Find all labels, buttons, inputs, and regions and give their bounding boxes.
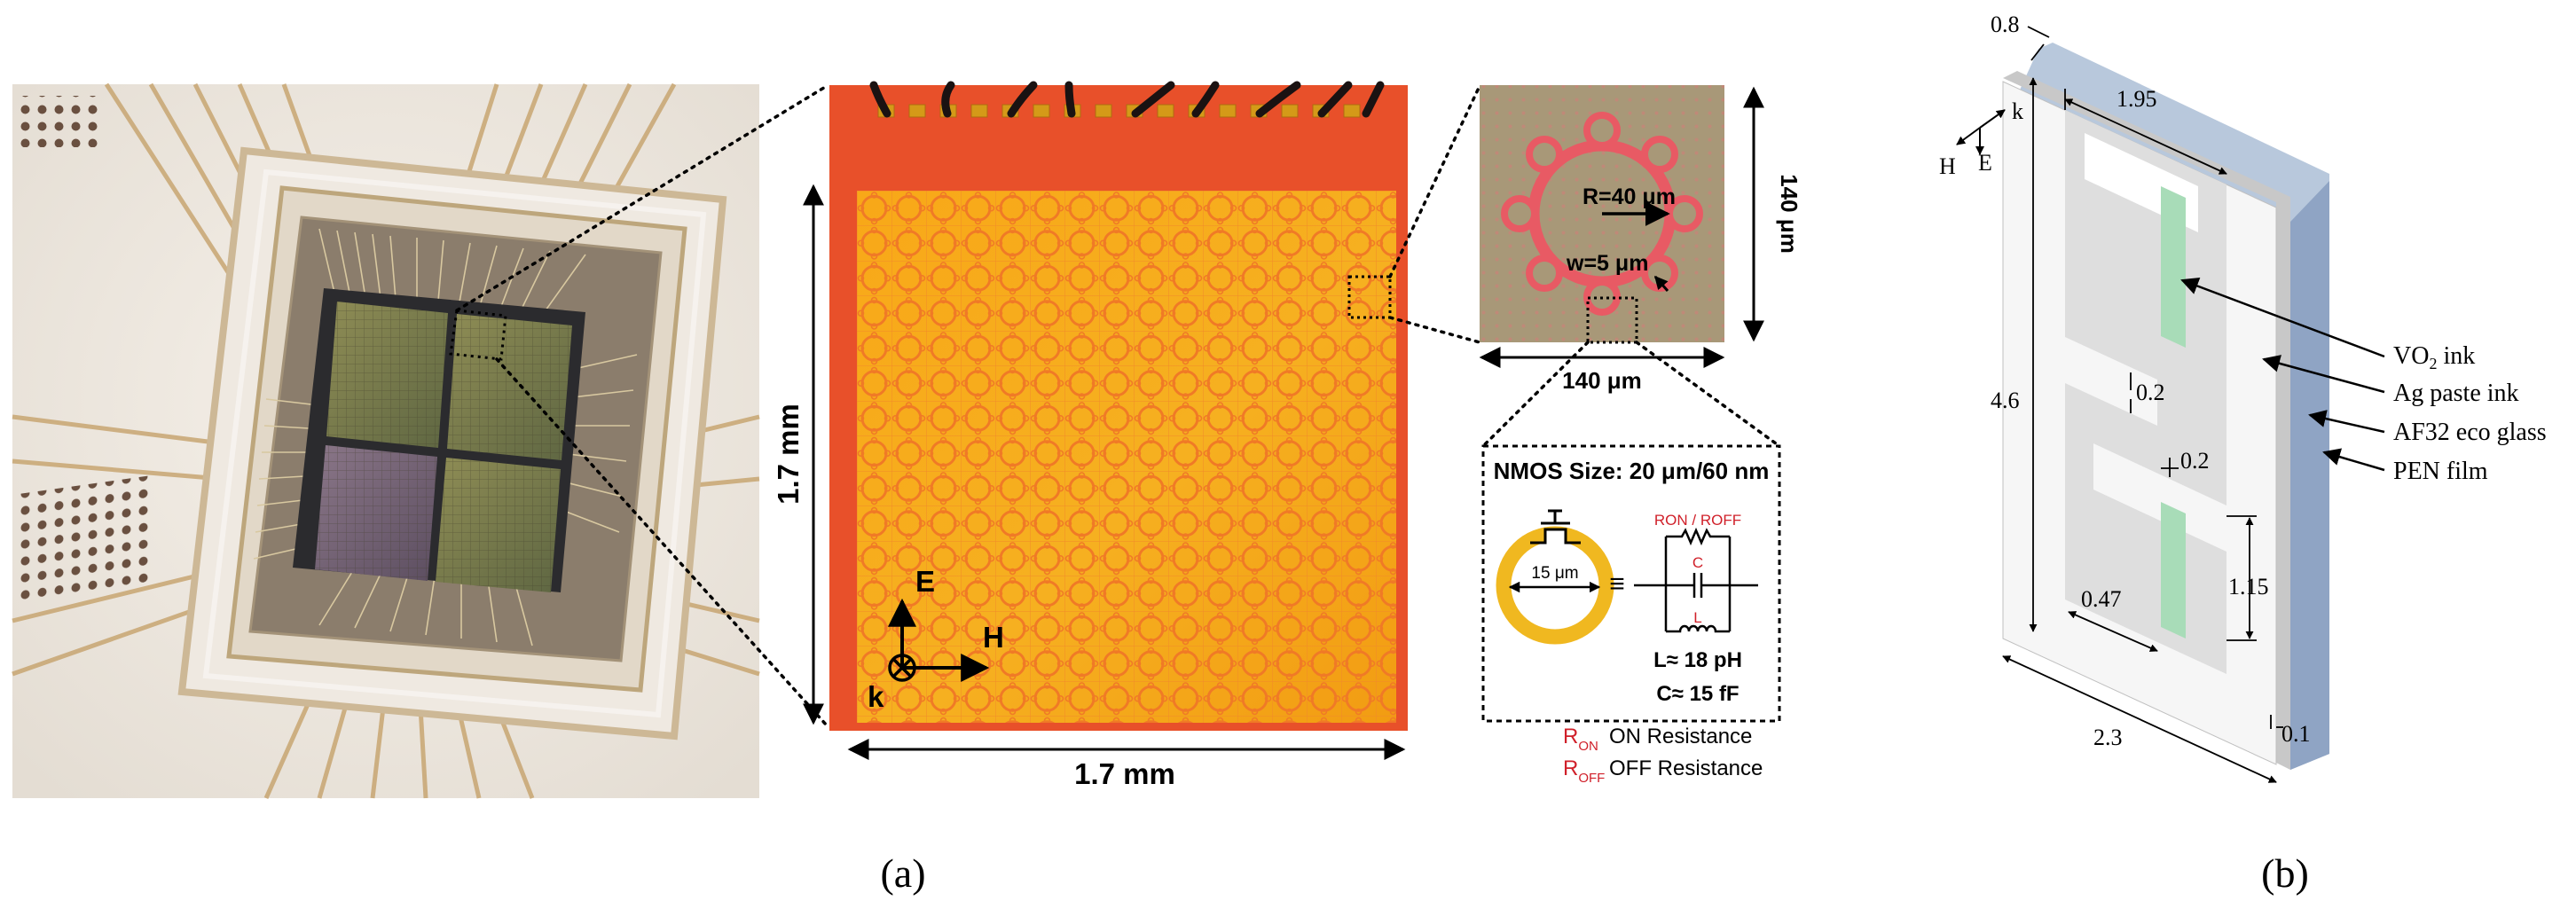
panel-a-label: (a) <box>880 850 925 896</box>
legend-roff-text: OFF Resistance <box>1609 756 1763 780</box>
material-callouts <box>2180 277 2385 472</box>
chip-package-photo <box>12 82 760 800</box>
die-width-arrow: 1.7 mm <box>847 739 1406 790</box>
label-af32-glass: AF32 eco glass <box>2393 419 2547 446</box>
field-axes-die: E H k <box>868 565 1004 713</box>
inductance-value: L≈ 18 pH <box>1653 648 1742 672</box>
zoom-box-die <box>1347 275 1392 319</box>
zoom-lines-cell <box>1481 341 1781 448</box>
dim-2-3: 2.3 <box>2093 725 2123 750</box>
axis-e-device: E <box>1978 150 1992 176</box>
label-vo2-ink: VO2 ink <box>2393 342 2475 372</box>
zoom-lines-photo <box>455 84 829 727</box>
zoom-box-cell <box>1586 296 1638 344</box>
cell-width-arrow: 140 μm <box>1479 347 1725 394</box>
device-dimensions <box>2002 26 2283 783</box>
dim-0-8: 0.8 <box>1991 12 2020 37</box>
axis-h-device: H <box>1939 153 1956 179</box>
inductor-letter: L <box>1693 609 1701 626</box>
dim-0-1: 0.1 <box>2281 721 2311 747</box>
chip-quadrant-array <box>315 302 572 592</box>
capacitor-letter: C <box>1692 554 1703 571</box>
nmos-transistor-icon <box>1530 509 1581 545</box>
dim-1-95: 1.95 <box>2117 86 2157 112</box>
field-axes-device: k H E <box>1939 98 2023 179</box>
zoom-box-photo <box>449 309 507 361</box>
axis-h-label: H <box>983 621 1004 654</box>
die-height-label: 1.7 mm <box>772 404 805 505</box>
equivalence-symbol: ≡ <box>1609 569 1625 599</box>
radius-label: R=40 μm <box>1583 184 1676 209</box>
rlc-network-icon <box>1634 527 1758 633</box>
cell-width-label: 140 μm <box>1562 367 1642 394</box>
dim-0-2-b: 0.2 <box>2180 448 2210 474</box>
dim-0-2-a: 0.2 <box>2136 380 2165 405</box>
legend-ron-symbol: RON <box>1563 725 1598 754</box>
ron-roff-label: RON / ROFF <box>1654 512 1741 529</box>
ring-diameter-label: 15 μm <box>1531 564 1578 583</box>
die-micrograph <box>829 81 1408 731</box>
dim-4-6: 4.6 <box>1991 388 2020 413</box>
equivalent-circuit-box: NMOS Size: 20 μm/60 nm 15 μm ≡ RON / ROF… <box>1481 444 1781 723</box>
cell-height-label: 140 μm <box>1776 174 1802 254</box>
panel-b-label: (b) <box>2261 850 2309 896</box>
legend-ron-text: ON Resistance <box>1609 725 1752 748</box>
label-ag-paste-ink: Ag paste ink <box>2393 380 2519 407</box>
dim-1-15: 1.15 <box>2228 574 2269 599</box>
axis-e-label: E <box>915 565 935 598</box>
device-isometric <box>2002 43 2329 770</box>
legend-roff-symbol: ROFF <box>1563 756 1605 786</box>
unit-cell-micrograph: R=40 μm w=5 μm <box>1480 85 1724 344</box>
die-width-label: 1.7 mm <box>1074 757 1175 790</box>
capacitance-value: C≈ 15 fF <box>1656 682 1739 706</box>
zoom-lines-die <box>1388 84 1481 344</box>
axis-k-device: k <box>2012 98 2023 124</box>
dim-0-47: 0.47 <box>2081 586 2122 612</box>
die-height-arrow: 1.7 mm <box>772 184 824 725</box>
label-pen-film: PEN film <box>2393 458 2488 485</box>
resistance-legend: RON ON Resistance ROFF OFF Resistance <box>1563 725 1763 786</box>
wire-width-label: w=5 μm <box>1566 251 1648 276</box>
axis-k-label: k <box>868 680 884 713</box>
nmos-size-title: NMOS Size: 20 μm/60 nm <box>1494 458 1770 484</box>
cell-height-arrow: 140 μm <box>1743 86 1802 342</box>
